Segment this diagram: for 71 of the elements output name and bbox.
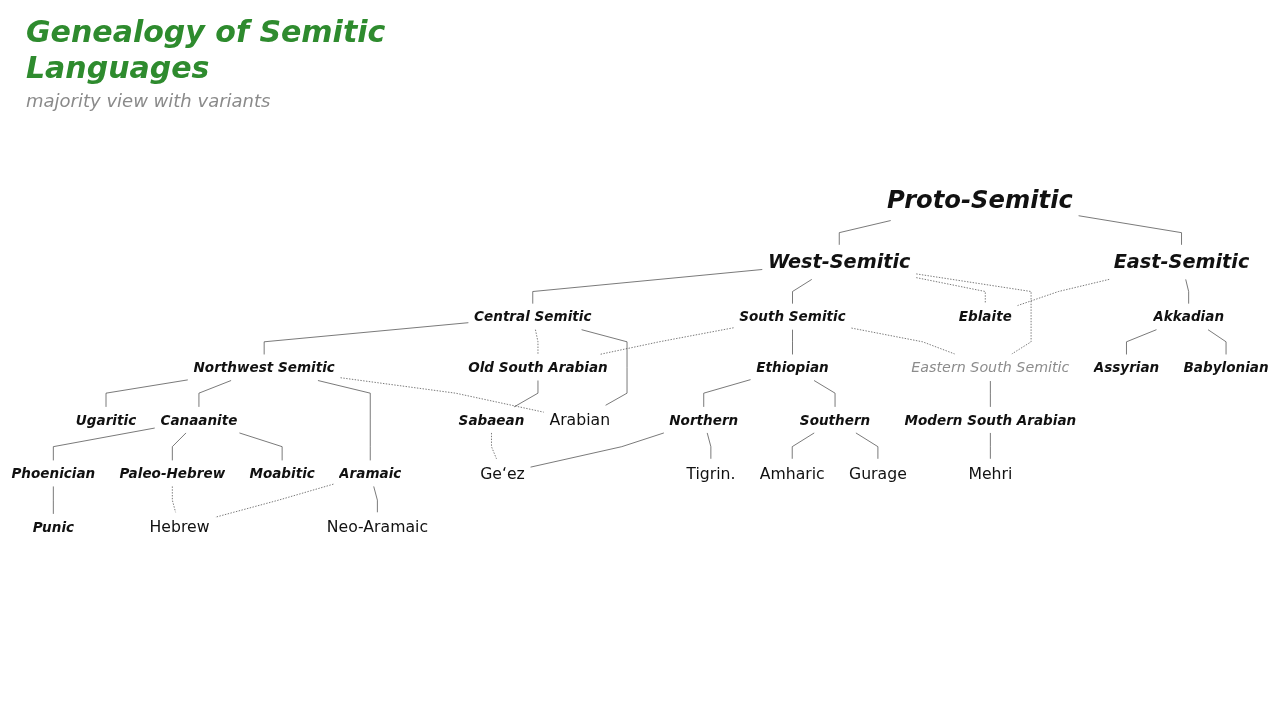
node-text: Central Semitic bbox=[474, 308, 592, 325]
node-text: Paleo-Hebrew bbox=[119, 465, 226, 482]
connector bbox=[855, 432, 879, 460]
connector bbox=[851, 327, 955, 355]
node-text: Ugaritic bbox=[75, 411, 137, 428]
node-text: Eblaite bbox=[958, 308, 1012, 325]
connector bbox=[53, 427, 156, 461]
node-text: Gurage bbox=[849, 464, 907, 483]
node-text: Moabitic bbox=[249, 465, 315, 482]
connector bbox=[915, 273, 1032, 355]
connector bbox=[172, 432, 187, 461]
node-text: Ethiopian bbox=[756, 359, 829, 376]
connector bbox=[813, 380, 836, 408]
node-text: Amharic bbox=[759, 464, 825, 483]
connector bbox=[1207, 329, 1227, 355]
connector bbox=[532, 269, 763, 304]
node-text: Babylonian bbox=[1183, 359, 1269, 376]
node-text: Ge‘ez bbox=[480, 464, 525, 483]
connector bbox=[214, 483, 334, 518]
connector bbox=[990, 380, 991, 408]
connector bbox=[373, 486, 378, 513]
node-text: Mehri bbox=[968, 464, 1013, 483]
connector bbox=[703, 379, 751, 408]
node-text: Phoenician bbox=[11, 465, 96, 482]
node-text: Canaanite bbox=[160, 411, 238, 428]
node-text: Proto-Semitic bbox=[887, 184, 1073, 214]
node-text: Akkadian bbox=[1153, 308, 1225, 325]
connector bbox=[491, 432, 497, 460]
node-text: Tigrin. bbox=[686, 464, 736, 483]
connector bbox=[1017, 279, 1110, 306]
connector bbox=[792, 329, 793, 355]
node-text: Old South Arabian bbox=[468, 359, 608, 376]
connector bbox=[792, 279, 813, 304]
connector bbox=[1078, 215, 1182, 246]
node-text: Modern South Arabian bbox=[904, 411, 1077, 428]
node-text: Neo-Aramaic bbox=[326, 518, 429, 536]
node-text: Hebrew bbox=[149, 518, 210, 536]
connector bbox=[706, 432, 712, 460]
node-text: Arabian bbox=[549, 411, 611, 429]
connector bbox=[239, 432, 283, 461]
connector bbox=[105, 379, 189, 408]
node-text: Sabaean bbox=[458, 411, 525, 428]
connector bbox=[581, 329, 628, 406]
connector bbox=[263, 322, 469, 355]
node-text: Southern bbox=[799, 411, 871, 428]
connector bbox=[340, 377, 545, 413]
node-text: Assyrian bbox=[1093, 359, 1160, 376]
diagram-title: Genealogy of Semitic Languages bbox=[26, 14, 386, 86]
connector bbox=[838, 220, 892, 246]
connector bbox=[172, 486, 176, 513]
connector bbox=[791, 432, 815, 460]
node-text: Aramaic bbox=[339, 465, 402, 482]
connector bbox=[530, 432, 665, 468]
node-text: Northwest Semitic bbox=[193, 359, 335, 376]
node-text: Punic bbox=[32, 518, 75, 535]
subtitle-note: majority view with variants bbox=[26, 90, 272, 111]
connector bbox=[599, 327, 734, 355]
node-text: Eastern South Semitic bbox=[911, 358, 1070, 377]
node-text: Northern bbox=[669, 411, 739, 428]
connector bbox=[990, 432, 991, 460]
node-text: East-Semitic bbox=[1113, 250, 1250, 273]
connector bbox=[1126, 329, 1157, 355]
node-text: West-Semitic bbox=[767, 250, 911, 273]
connector bbox=[1185, 279, 1189, 304]
connector bbox=[513, 380, 539, 408]
connector bbox=[53, 486, 54, 515]
connector bbox=[317, 380, 371, 461]
connector bbox=[535, 329, 539, 355]
connector bbox=[198, 380, 232, 408]
node-text: South Semitic bbox=[739, 308, 846, 325]
connector bbox=[915, 277, 986, 304]
